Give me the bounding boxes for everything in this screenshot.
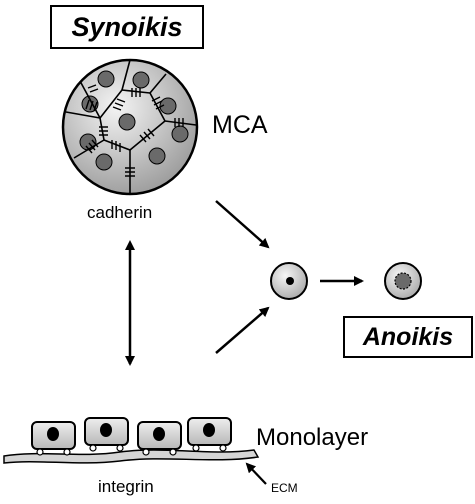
monolayer-cell	[137, 421, 182, 456]
arrow-mca-to-cell	[215, 200, 270, 249]
mca-label: MCA	[212, 111, 268, 139]
anoikic-cell	[384, 262, 422, 300]
monolayer-cell	[31, 421, 76, 456]
ecm-label: ECM	[271, 481, 298, 495]
arrow-monolayer-to-cell	[215, 306, 270, 354]
anoikis-title: Anoikis	[343, 316, 473, 358]
monolayer-cells	[31, 417, 232, 456]
arrow-ecm	[245, 462, 267, 485]
mca-sphere	[61, 58, 199, 196]
detached-cell	[270, 262, 308, 300]
monolayer-label: Monolayer	[256, 424, 369, 451]
ecm-layer	[3, 449, 260, 464]
monolayer-cell	[187, 417, 232, 452]
synoikis-title: Synoikis	[50, 5, 204, 49]
integrin-label: integrin	[98, 477, 154, 496]
cadherin-label: cadherin	[87, 203, 153, 222]
monolayer-cell	[84, 417, 129, 452]
